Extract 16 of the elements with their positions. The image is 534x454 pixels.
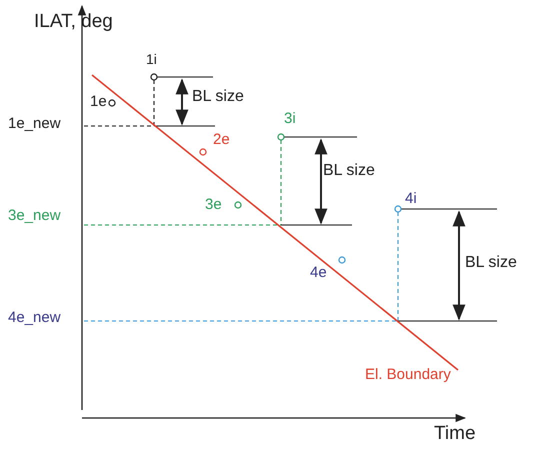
level-label: 4e_new: [8, 310, 61, 325]
point-label: 4e: [310, 265, 327, 280]
point-label: 2e: [213, 132, 230, 147]
axis-label: ILAT, deg: [34, 12, 113, 31]
point-label: 1i: [146, 52, 157, 66]
level-label: 1e_new: [8, 116, 61, 131]
dimension-label: BL size: [192, 89, 244, 105]
level-label: 3e_new: [8, 208, 61, 223]
point-label: 1e: [90, 94, 107, 109]
point-label: 3e: [205, 197, 222, 212]
axis-label: Time: [434, 424, 476, 443]
curve-label: El. Boundary: [365, 367, 451, 382]
dimension-label: BL size: [323, 163, 375, 179]
point-label: 4i: [405, 191, 417, 206]
point-label: 3i: [284, 111, 296, 126]
dimension-label: BL size: [465, 255, 517, 271]
